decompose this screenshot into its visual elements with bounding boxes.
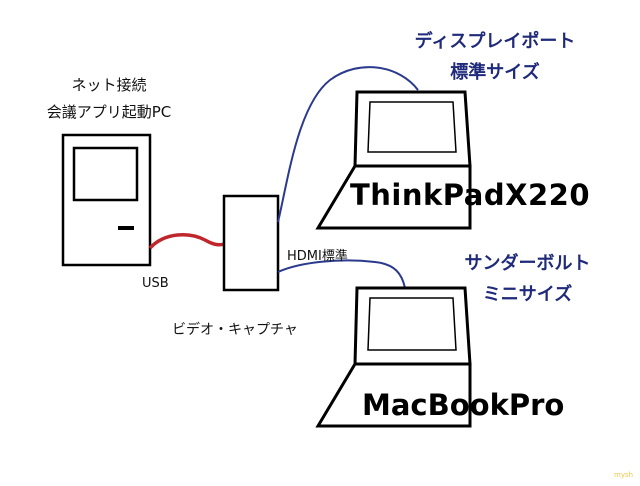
thunderbolt-note-line1: サンダーボルト: [464, 253, 591, 274]
pc-label-line2: 会議アプリ起動PC: [46, 103, 172, 121]
capture-device: [222, 194, 280, 292]
thinkpad-label: ThinkPadX220: [350, 178, 590, 212]
displayport-cable: [277, 66, 419, 223]
usb-cable: [148, 233, 225, 250]
pc-label-line1: ネット接続: [71, 76, 147, 94]
macbook-laptop: [315, 286, 472, 428]
pc-case: [61, 133, 152, 267]
capture-label: ビデオ・キャプチャ: [172, 322, 298, 338]
displayport-note-line1: ディスプレイポート: [414, 31, 576, 52]
macbook-display: [367, 297, 457, 351]
thinkpad-display: [367, 101, 457, 153]
pc-screen: [72, 146, 139, 202]
pc-label: ネット接続 会議アプリ起動PC: [18, 72, 200, 126]
desktop-pc: [61, 133, 152, 267]
macbook-base: [315, 362, 472, 428]
thinkpad-laptop: [315, 90, 472, 230]
displayport-note: ディスプレイポート 標準サイズ: [395, 26, 595, 88]
displayport-note-line2: 標準サイズ: [450, 62, 540, 83]
watermark: mysh: [614, 471, 634, 479]
usb-label: USB: [142, 276, 169, 291]
hdmi-cable: [277, 259, 406, 289]
hdmi-label: HDMI標準: [287, 249, 348, 264]
thunderbolt-note: サンダーボルト ミニサイズ: [440, 248, 615, 310]
macbook-label: MacBookPro: [362, 388, 565, 422]
thunderbolt-note-line2: ミニサイズ: [482, 284, 573, 305]
thinkpad-base: [315, 164, 472, 230]
